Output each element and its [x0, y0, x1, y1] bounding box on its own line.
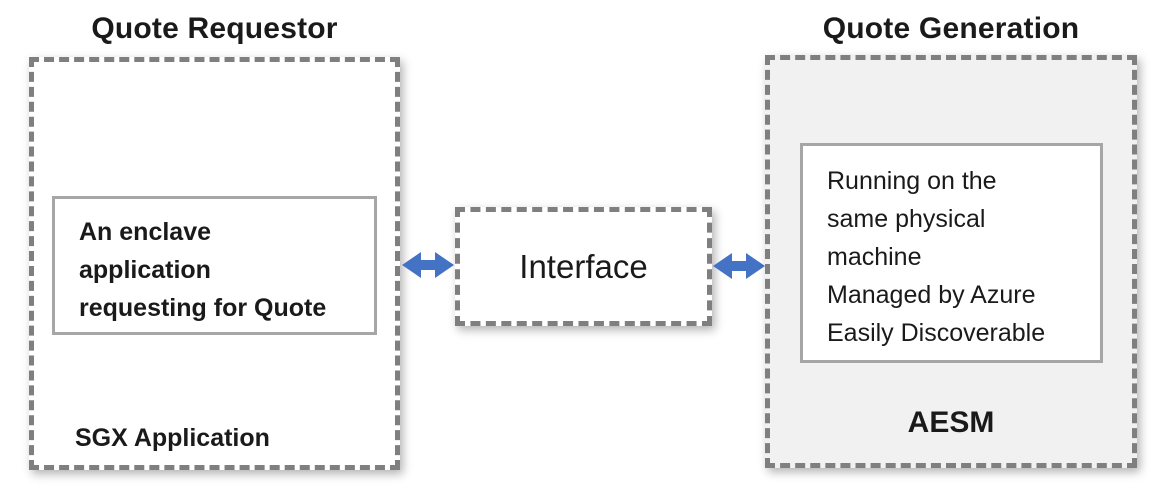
left-right-arrow-icon: [713, 252, 765, 280]
left-right-arrow-icon: [402, 251, 454, 279]
aesm-text-line: Running on the: [827, 167, 997, 195]
enclave-application-box: An enclave application requesting for Qu…: [52, 196, 377, 335]
quote-generation-title: Quote Generation: [822, 12, 1080, 45]
aesm-details-box: Running on the same physical machine Man…: [800, 143, 1103, 363]
aesm-text-line: same physical: [827, 205, 986, 233]
aesm-label: AESM: [907, 406, 995, 439]
interface-box: Interface: [455, 207, 712, 326]
interface-label: Interface: [519, 248, 648, 285]
aesm-text-line: Managed by Azure: [827, 281, 1036, 309]
aesm-text-line: Easily Discoverable: [827, 319, 1046, 347]
quote-requestor-title: Quote Requestor: [91, 12, 338, 45]
aesm-text-line: machine: [827, 243, 922, 271]
enclave-text-line: requesting for Quote: [79, 294, 327, 322]
sgx-application-label: SGX Application: [75, 424, 270, 452]
enclave-text-line: An enclave: [79, 218, 212, 246]
enclave-text-line: application: [79, 256, 211, 284]
